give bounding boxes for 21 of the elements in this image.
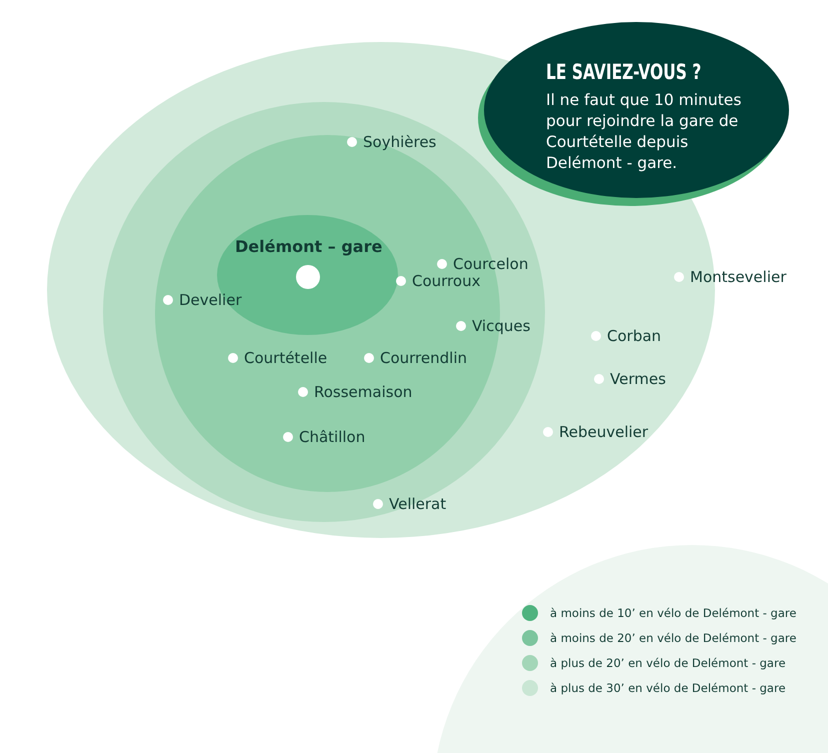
place-name: Châtillon — [299, 428, 366, 446]
legend-label: à plus de 30’ en vélo de Delémont - gare — [550, 681, 786, 695]
place-name: Courrendlin — [380, 349, 467, 367]
legend-label: à moins de 20’ en vélo de Delémont - gare — [550, 631, 796, 645]
callout-heading: LE SAVIEZ-VOUS ? — [546, 60, 702, 84]
place-name: Vicques — [472, 317, 530, 335]
legend-label: à plus de 20’ en vélo de Delémont - gare — [550, 656, 786, 670]
place-name: Courroux — [412, 272, 480, 290]
place-name: Rebeuvelier — [559, 423, 648, 441]
place-name: Corban — [607, 327, 662, 345]
place-name: Soyhières — [363, 133, 436, 151]
station-name: Delémont – gare — [235, 237, 382, 256]
place-name: Courcelon — [453, 255, 528, 273]
place-name: Rossemaison — [314, 383, 412, 401]
place-name: Develier — [179, 291, 242, 309]
place-name: Montsevelier — [690, 268, 786, 286]
legend-label: à moins de 10’ en vélo de Delémont - gare — [550, 606, 796, 620]
place-name: Courtételle — [244, 349, 328, 367]
place-name: Vellerat — [389, 495, 446, 513]
place-name: Vermes — [610, 370, 666, 388]
callout-text: Il ne faut que 10 minutes pour rejoindre la gare de Courtételle depuis Delémont - gare. — [546, 90, 742, 174]
